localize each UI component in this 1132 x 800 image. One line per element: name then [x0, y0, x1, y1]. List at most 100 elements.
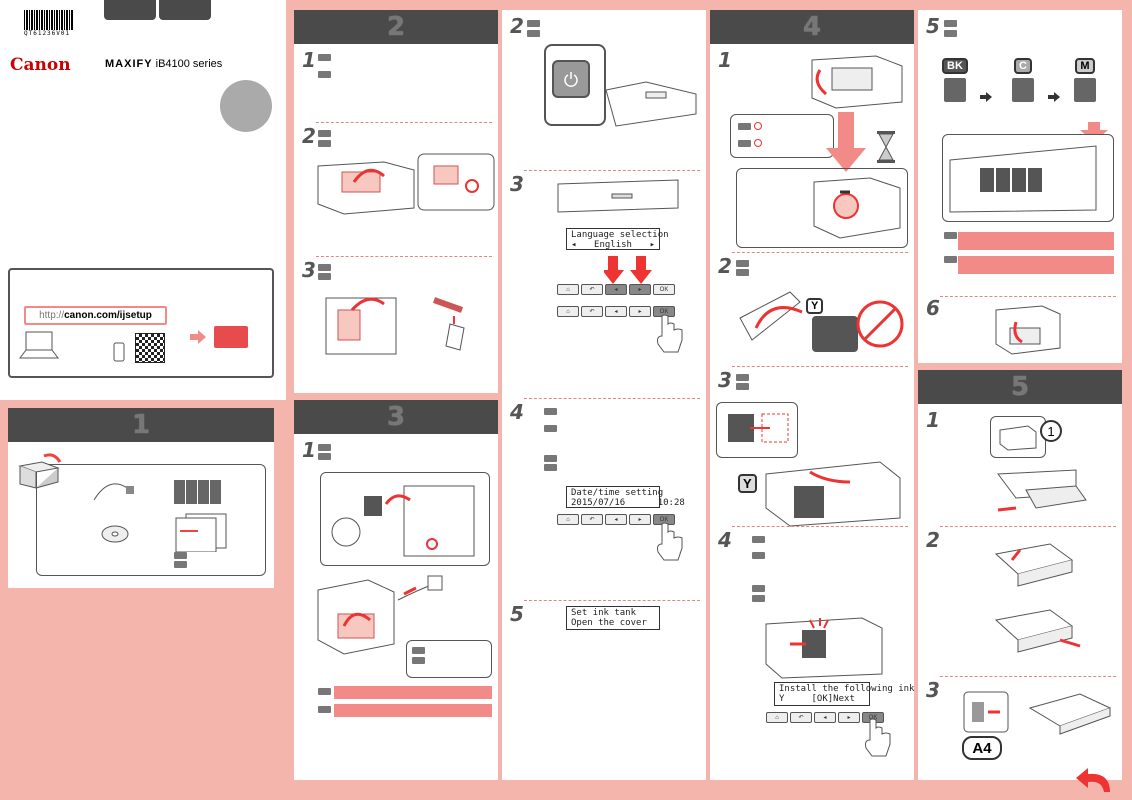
left-button[interactable]: ◂ — [605, 284, 627, 295]
home-button[interactable]: ⌂ — [557, 306, 579, 317]
step-3-number: 3 — [718, 368, 732, 392]
left-button[interactable]: ◂ — [814, 712, 836, 723]
step-1-number: 1 — [302, 48, 316, 72]
left-button[interactable]: ◂ — [605, 306, 627, 317]
section-2-number: 2 — [386, 12, 406, 42]
lang-tag — [736, 260, 749, 267]
lang-tag — [752, 585, 765, 592]
section-1-number: 1 — [131, 410, 151, 440]
ok-button[interactable]: OK — [653, 284, 675, 295]
right-button[interactable]: ▸ — [629, 284, 651, 295]
step-2-number: 2 — [302, 124, 316, 148]
lang-tag — [318, 444, 331, 451]
power-connection-illustration — [331, 485, 475, 557]
home-button[interactable]: ⌂ — [557, 514, 579, 525]
power-button[interactable] — [552, 60, 590, 98]
arrow-right-icon — [980, 92, 992, 102]
lang-tag — [736, 269, 749, 276]
power-cord-icon — [93, 483, 134, 501]
ink-label-m: M — [1075, 58, 1095, 74]
lcd-line-1: Language selection — [571, 230, 669, 240]
arrow-right-icon — [190, 330, 206, 344]
back-button[interactable]: ↶ — [790, 712, 812, 723]
cassette-extend-illustration — [994, 609, 1081, 653]
setup-url[interactable]: http://canon.com/ijsetup — [24, 306, 167, 325]
lcd-line-2: 2015/07/16 10:28 — [571, 498, 685, 508]
lang-tag — [318, 264, 331, 271]
section-4-number: 4 — [802, 12, 822, 42]
ink-label-y: Y — [738, 474, 757, 493]
product-name: MAXIFY iB4100 series — [105, 58, 222, 70]
home-button[interactable]: ⌂ — [766, 712, 788, 723]
ink-slot-closeup — [716, 402, 798, 458]
barcode-text: QT61236V01 — [24, 30, 71, 37]
lcd-line-2: ◂English▸ — [571, 240, 655, 250]
section-2-continued-panel — [502, 10, 706, 780]
lang-tag — [752, 552, 765, 559]
right-button[interactable]: ▸ — [629, 514, 651, 525]
ink-bk: BK — [942, 58, 968, 102]
section-1-header: 1 — [8, 408, 274, 442]
section-3-number: 3 — [386, 402, 406, 432]
down-arrow-icon — [1080, 122, 1108, 142]
smartphone-icon — [113, 342, 125, 362]
ink-label-c: C — [1014, 58, 1032, 74]
right-arrow-icon: ▸ — [649, 240, 655, 250]
separator — [732, 366, 908, 367]
ink-cartridge — [1074, 78, 1096, 102]
back-button[interactable]: ↶ — [581, 306, 603, 317]
lang-tag — [318, 140, 331, 147]
language-tab-1 — [104, 0, 156, 20]
setup-app-icon — [214, 326, 248, 348]
paper-guide-illustration — [963, 691, 1112, 735]
separator — [732, 526, 908, 527]
section-3-header: 3 — [294, 400, 498, 434]
power-connection-box — [320, 472, 490, 566]
step-4-number: 4 — [718, 528, 732, 552]
lang-tag — [544, 455, 557, 462]
prohibited-icon — [754, 139, 762, 147]
lcd-line-1: Date/time setting — [571, 488, 664, 498]
lang-tag — [544, 464, 557, 471]
printer-top-illustration — [606, 81, 697, 127]
lang-tag — [318, 71, 331, 78]
laptop-icon — [19, 331, 59, 359]
lang-tag — [736, 383, 749, 390]
step-5-number: 5 — [926, 14, 940, 38]
arrow-right-icon — [1048, 92, 1060, 102]
lang-tag — [544, 408, 557, 415]
back-button[interactable]: ↶ — [581, 514, 603, 525]
back-button[interactable]: ↶ — [581, 284, 603, 295]
control-buttons-row-2: ⌂ ↶ ◂ ▸ OK — [557, 306, 675, 317]
lcd-line-2: Y [OK]Next — [779, 694, 855, 704]
close-cover-illustration — [995, 305, 1061, 355]
lang-tag — [944, 30, 957, 37]
step-2-number: 2 — [926, 528, 940, 552]
qr-code[interactable] — [135, 333, 165, 363]
right-button[interactable]: ▸ — [838, 712, 860, 723]
lang-tag — [318, 688, 331, 695]
language-tab-2 — [159, 0, 211, 20]
right-button[interactable]: ▸ — [629, 306, 651, 317]
left-button[interactable]: ◂ — [605, 514, 627, 525]
warning-bar — [958, 256, 1114, 274]
turn-page-arrow-icon — [1076, 768, 1110, 792]
press-arrows-icon — [604, 256, 652, 284]
separator — [316, 122, 492, 123]
cassette-cover-illustration — [994, 543, 1074, 587]
home-button[interactable]: ⌂ — [557, 284, 579, 295]
warning-bar — [334, 686, 492, 699]
url-domain: canon.com/ijsetup — [64, 310, 152, 321]
ink-cartridge — [1012, 78, 1034, 102]
warning-bar — [958, 232, 1114, 250]
pull-out-cassette-illustration — [997, 469, 1087, 512]
lang-tag — [738, 140, 751, 147]
lang-tag — [318, 273, 331, 280]
separator — [316, 256, 492, 257]
printer-cover-open-illustration — [811, 55, 903, 109]
step-4-number: 4 — [510, 400, 524, 424]
step-1-number: 1 — [302, 438, 316, 462]
carriage-inks-illustration — [949, 145, 1097, 213]
left-arrow-icon: ◂ — [571, 240, 577, 250]
lang-tag — [944, 20, 957, 27]
